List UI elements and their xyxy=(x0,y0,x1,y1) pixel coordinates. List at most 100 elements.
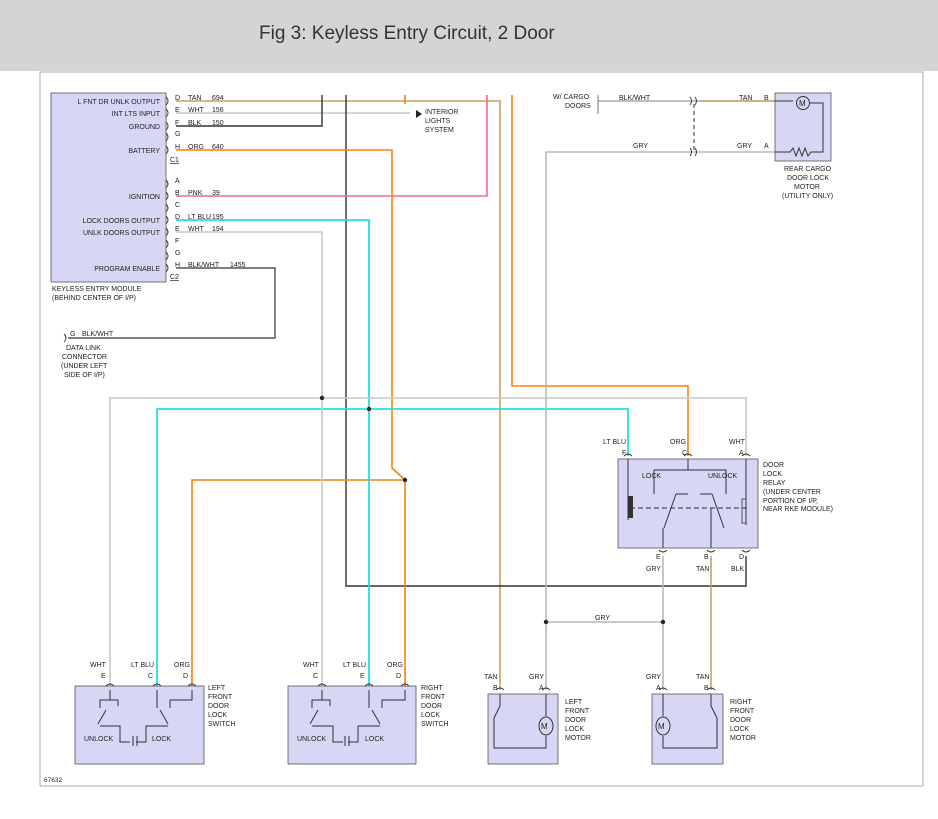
svg-text:A: A xyxy=(739,450,744,457)
svg-text:PORTION OF I/P,: PORTION OF I/P, xyxy=(763,498,818,505)
module-pin-label: L FNT DR UNLK OUTPUT xyxy=(78,99,161,106)
svg-text:DOOR LOCK: DOOR LOCK xyxy=(787,175,829,182)
svg-text:DOOR: DOOR xyxy=(421,703,442,710)
module-pin-label: BATTERY xyxy=(128,148,160,155)
svg-text:UNLOCK: UNLOCK xyxy=(297,736,327,743)
diagram-frame xyxy=(39,71,924,787)
module-pin-letter: A xyxy=(175,178,180,185)
svg-text:W/ CARGO: W/ CARGO xyxy=(553,94,590,101)
module-caption: KEYLESS ENTRY MODULE xyxy=(52,286,142,293)
svg-text:M: M xyxy=(658,722,665,731)
svg-text:RIGHT: RIGHT xyxy=(730,699,753,706)
svg-text:B: B xyxy=(764,95,769,102)
svg-text:GRY: GRY xyxy=(646,674,661,681)
svg-text:SWITCH: SWITCH xyxy=(208,721,236,728)
svg-text:MOTOR: MOTOR xyxy=(794,184,820,191)
svg-text:BLK/WHT: BLK/WHT xyxy=(82,331,114,338)
svg-text:LOCK: LOCK xyxy=(730,726,749,733)
svg-text:DATA LINK: DATA LINK xyxy=(66,345,101,352)
svg-text:ORG: ORG xyxy=(670,439,686,446)
module-circuit-number: 150 xyxy=(212,120,224,127)
module-pin-letter: G xyxy=(175,131,180,138)
svg-text:FRONT: FRONT xyxy=(730,708,755,715)
module-wire-color: LT BLU xyxy=(188,214,211,221)
svg-text:E: E xyxy=(101,673,106,680)
figure-title: Fig 3: Keyless Entry Circuit, 2 Door xyxy=(259,23,555,44)
svg-text:A: A xyxy=(539,685,544,692)
module-circuit-number: 195 xyxy=(212,214,224,221)
svg-text:(UNDER CENTER: (UNDER CENTER xyxy=(763,489,821,496)
module-circuit-number: 640 xyxy=(212,144,224,151)
connector-chevron xyxy=(165,132,169,142)
svg-text:DOOR: DOOR xyxy=(565,717,586,724)
svg-text:GRY: GRY xyxy=(737,143,752,150)
svg-text:M: M xyxy=(541,722,548,731)
module-connector-c1: C1 xyxy=(170,157,179,164)
svg-text:ORG: ORG xyxy=(174,662,190,669)
wire-org-640 xyxy=(176,149,406,690)
svg-text:LOCK: LOCK xyxy=(565,726,584,733)
svg-text:BLK/WHT: BLK/WHT xyxy=(619,95,651,102)
svg-text:D: D xyxy=(739,554,744,561)
figure-header: Fig 3: Keyless Entry Circuit, 2 Door xyxy=(0,0,938,71)
svg-text:TAN: TAN xyxy=(739,95,752,102)
svg-text:WHT: WHT xyxy=(729,439,746,446)
svg-text:UNLOCK: UNLOCK xyxy=(84,736,114,743)
svg-text:TAN: TAN xyxy=(696,566,709,573)
module-circuit-number: 156 xyxy=(212,107,224,114)
left-front-door-lock-motor: M TAN GRY B A LEFT FRONT DOOR LOCK MOTOR xyxy=(484,674,591,765)
module-wire-color: TAN xyxy=(188,95,201,102)
module-pin-label: GROUND xyxy=(129,124,160,131)
module-pin-letter: H xyxy=(175,262,180,269)
svg-text:B: B xyxy=(704,685,709,692)
right-front-door-lock-motor: M GRY TAN A B RIGHT FRONT DOOR LOCK MOTO… xyxy=(646,674,756,765)
connector-chevron xyxy=(165,145,169,155)
wire-blkwht-1455 xyxy=(68,267,276,339)
svg-text:DOOR: DOOR xyxy=(208,703,229,710)
module-pin-letter: F xyxy=(175,120,179,127)
svg-text:B: B xyxy=(704,554,709,561)
module-pin-label: UNLK DOORS OUTPUT xyxy=(83,230,161,237)
module-pin-letter: F xyxy=(175,238,179,245)
module-pin-letter: E xyxy=(175,107,180,114)
interior-lights-arrow xyxy=(416,110,422,118)
connector-chevron xyxy=(165,179,169,189)
svg-text:DOOR: DOOR xyxy=(763,462,784,469)
module-circuit-number: 39 xyxy=(212,190,220,197)
module-wire-color: BLK xyxy=(188,120,202,127)
wire-gry-motors xyxy=(545,151,775,690)
module-connector-c2: C2 xyxy=(170,274,179,281)
module-pin-label: PROGRAM ENABLE xyxy=(94,266,160,273)
svg-text:GRY: GRY xyxy=(646,566,661,573)
wire-pnk-39 xyxy=(176,95,488,197)
module-wire-color: PNK xyxy=(188,190,203,197)
module-circuit-number: 194 xyxy=(212,226,224,233)
module-wire-color: BLK/WHT xyxy=(188,262,220,269)
svg-text:ORG: ORG xyxy=(387,662,403,669)
svg-text:CONNECTOR: CONNECTOR xyxy=(62,354,107,361)
wire-wht-194 xyxy=(176,231,323,690)
door-lock-relay: LT BLU ORG WHT F C A LOCK UNLOCK E B D G… xyxy=(603,439,833,573)
connector-chevron xyxy=(165,263,169,273)
svg-text:LOCK: LOCK xyxy=(763,471,782,478)
svg-text:REAR CARGO: REAR CARGO xyxy=(784,166,832,173)
svg-text:(UNDER LEFT: (UNDER LEFT xyxy=(61,363,108,370)
cargo-wire-labels: W/ CARGO DOORS BLK/WHT TAN GRY GRY B A xyxy=(553,94,769,150)
svg-text:MOTOR: MOTOR xyxy=(730,735,756,742)
svg-text:C: C xyxy=(148,673,153,680)
svg-text:DOORS: DOORS xyxy=(565,103,591,110)
svg-text:SWITCH: SWITCH xyxy=(421,721,449,728)
svg-text:DOOR: DOOR xyxy=(730,717,751,724)
connector-chevron xyxy=(165,191,169,201)
wire-blk-150 xyxy=(176,95,323,127)
svg-text:SIDE OF I/P): SIDE OF I/P) xyxy=(64,372,105,379)
svg-text:F: F xyxy=(622,450,626,457)
wire-wht-bus xyxy=(109,397,747,690)
svg-text:RELAY: RELAY xyxy=(763,480,786,487)
connector-chevron xyxy=(165,227,169,237)
svg-text:UNLOCK: UNLOCK xyxy=(708,473,738,480)
svg-text:WHT: WHT xyxy=(90,662,107,669)
svg-text:LOCK: LOCK xyxy=(642,473,661,480)
